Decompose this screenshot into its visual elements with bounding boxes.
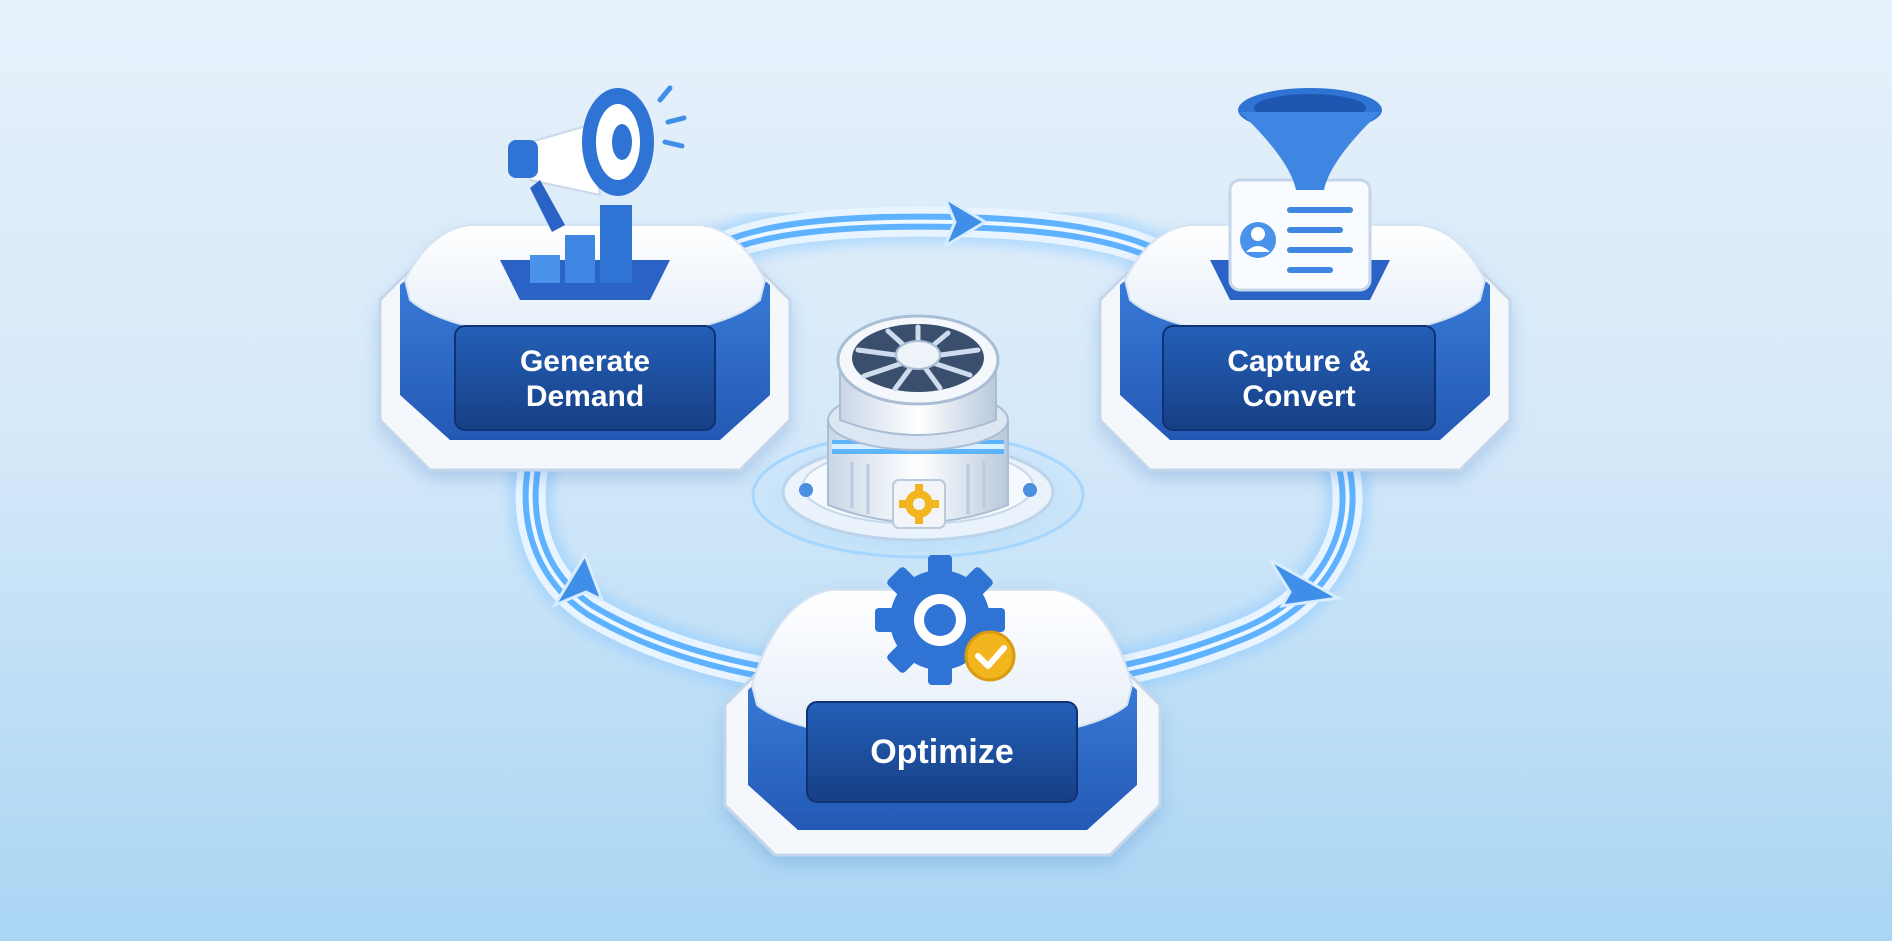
- funnel-with-profile-card-icon: [1210, 88, 1390, 300]
- label-capture-convert: Capture & Convert: [1162, 325, 1436, 431]
- label-generate-demand-line-1: Generate: [520, 345, 650, 378]
- gear-with-checkmark-icon: [875, 555, 1016, 685]
- label-capture-convert-line-2: Convert: [1242, 380, 1355, 413]
- label-optimize: Optimize: [806, 701, 1078, 803]
- label-capture-convert-line-1: Capture &: [1227, 345, 1370, 378]
- flow-connectors: [508, 199, 1370, 694]
- flow-arrow-left: [551, 551, 605, 609]
- label-generate-demand: Generate Demand: [454, 325, 716, 431]
- megaphone-with-bar-chart-icon: [500, 85, 687, 300]
- flow-arrow-right: [1268, 558, 1343, 608]
- label-generate-demand-line-2: Demand: [526, 380, 644, 413]
- gear-icon: [899, 484, 939, 524]
- turbine-engine-icon: [743, 314, 1093, 565]
- flow-arrow-top: [941, 194, 988, 250]
- label-optimize-line-1: Optimize: [870, 733, 1014, 771]
